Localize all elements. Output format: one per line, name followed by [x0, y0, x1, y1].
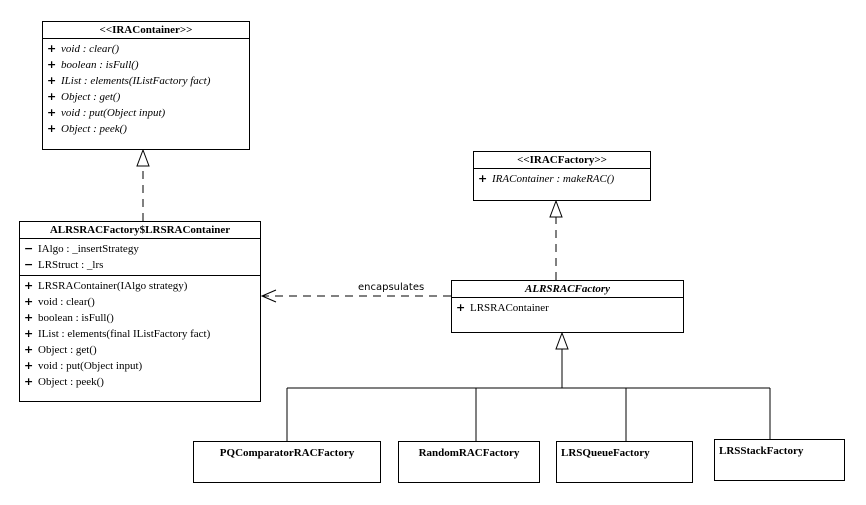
operation-row: +IList : elements(IListFactory fact) — [47, 74, 211, 87]
iracontainer-title: <<IRAContainer>> — [43, 22, 249, 39]
attribute-row: +LRSRAContainer — [456, 301, 549, 314]
iracfactory-class[interactable]: <<IRACFactory>> +IRAContainer : makeRAC(… — [473, 151, 651, 201]
randomracfactory-class[interactable]: RandomRACFactory — [398, 441, 540, 483]
pqcomparatorracfactory-class[interactable]: PQComparatorRACFactory — [193, 441, 381, 483]
operation-row: +boolean : isFull() — [24, 311, 114, 324]
operation-row: +void : put(Object input) — [47, 106, 166, 119]
encapsulates-arrowhead — [260, 289, 277, 303]
operation-row: +Object : peek() — [47, 122, 127, 135]
alrsracfactory-attributes: +LRSRAContainer — [452, 298, 683, 318]
operation-row: +Object : peek() — [24, 375, 104, 388]
operation-row: +Object : get() — [47, 90, 121, 103]
operation-row: +IRAContainer : makeRAC() — [478, 172, 615, 185]
alrsracfactory-title: ALRSRACFactory — [452, 281, 683, 298]
operation-row: +boolean : isFull() — [47, 58, 139, 71]
operation-row: +void : put(Object input) — [24, 359, 143, 372]
realization-arrowhead-iracfactory — [549, 199, 563, 218]
iracfactory-title: <<IRACFactory>> — [474, 152, 650, 169]
lrsracontainer-attributes: −IAlgo : _insertStrategy −LRStruct : _lr… — [20, 239, 260, 276]
iracfactory-operations: +IRAContainer : makeRAC() — [474, 169, 650, 189]
lrsqueuefactory-class[interactable]: LRSQueueFactory — [556, 441, 693, 483]
iracontainer-operations: +void : clear() +boolean : isFull() +ILi… — [43, 39, 249, 139]
attribute-row: −LRStruct : _lrs — [24, 258, 104, 271]
lrsstackfactory-class[interactable]: LRSStackFactory — [714, 439, 845, 481]
operation-row: +LRSRAContainer(IAlgo strategy) — [24, 279, 188, 292]
operation-row: +IList : elements(final IListFactory fac… — [24, 327, 211, 340]
alrsracfactory-class[interactable]: ALRSRACFactory +LRSRAContainer — [451, 280, 684, 333]
lrsracontainer-operations: +LRSRAContainer(IAlgo strategy) +void : … — [20, 276, 260, 392]
lrsracontainer-class[interactable]: ALRSRACFactory$LRSRAContainer −IAlgo : _… — [19, 221, 261, 402]
operation-row: +Object : get() — [24, 343, 97, 356]
operation-row: +void : clear() — [24, 295, 95, 308]
generalization-arrowhead — [555, 331, 569, 350]
realization-arrowhead-iracontainer — [136, 148, 150, 167]
attribute-row: −IAlgo : _insertStrategy — [24, 242, 139, 255]
operation-row: +void : clear() — [47, 42, 120, 55]
lrsracontainer-title: ALRSRACFactory$LRSRAContainer — [20, 222, 260, 239]
encapsulates-label: encapsulates — [358, 282, 425, 293]
iracontainer-class[interactable]: <<IRAContainer>> +void : clear() +boolea… — [42, 21, 250, 150]
